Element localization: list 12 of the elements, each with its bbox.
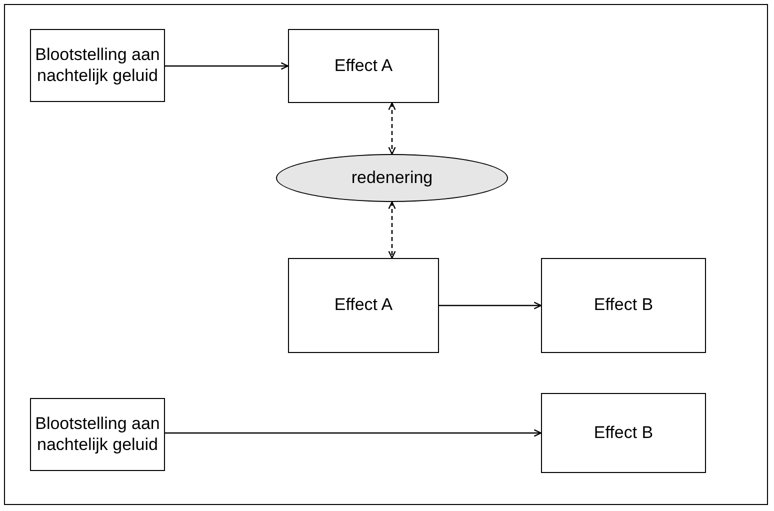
arrow [388, 102, 396, 155]
ellipse-node: redenering [276, 154, 508, 202]
process-box: Effect B [541, 258, 706, 353]
process-box: Blootstelling aan nachtelijk geluid [30, 398, 165, 471]
process-box: Effect A [288, 258, 439, 353]
arrow [165, 429, 542, 437]
arrow [388, 201, 396, 259]
process-box: Effect A [288, 29, 439, 103]
process-box: Effect B [541, 393, 706, 473]
arrow [165, 62, 289, 70]
arrow [439, 302, 542, 310]
process-box: Blootstelling aan nachtelijk geluid [30, 29, 165, 102]
